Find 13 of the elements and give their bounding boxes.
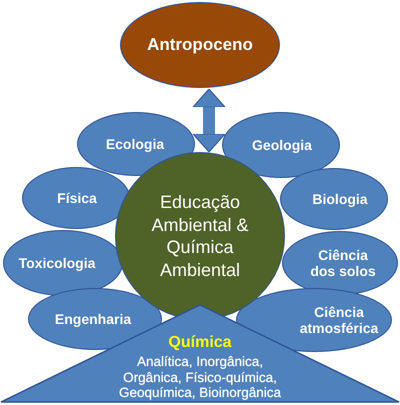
- node-text: Ciência dos solos: [309, 246, 377, 280]
- node-text: Analítica, Inorgânica, Orgânica, Físico-química, Geoquímica, Bioinorgânica: [118, 354, 282, 401]
- double-arrow: [192, 88, 226, 152]
- heading-text: Química: [167, 334, 233, 352]
- node-text: Ecologia: [104, 136, 166, 152]
- node-text: Engenharia: [54, 310, 132, 328]
- node-text: Toxicologia: [18, 254, 96, 272]
- node-text: Antropoceno: [146, 35, 254, 55]
- node-text: Educação Ambiental & Química Ambiental: [150, 191, 250, 281]
- node-text: Biologia: [311, 190, 369, 208]
- node-text: Geologia: [251, 136, 313, 154]
- node-text: Física: [56, 190, 98, 206]
- node-text: Ciência atmosférica: [298, 304, 380, 336]
